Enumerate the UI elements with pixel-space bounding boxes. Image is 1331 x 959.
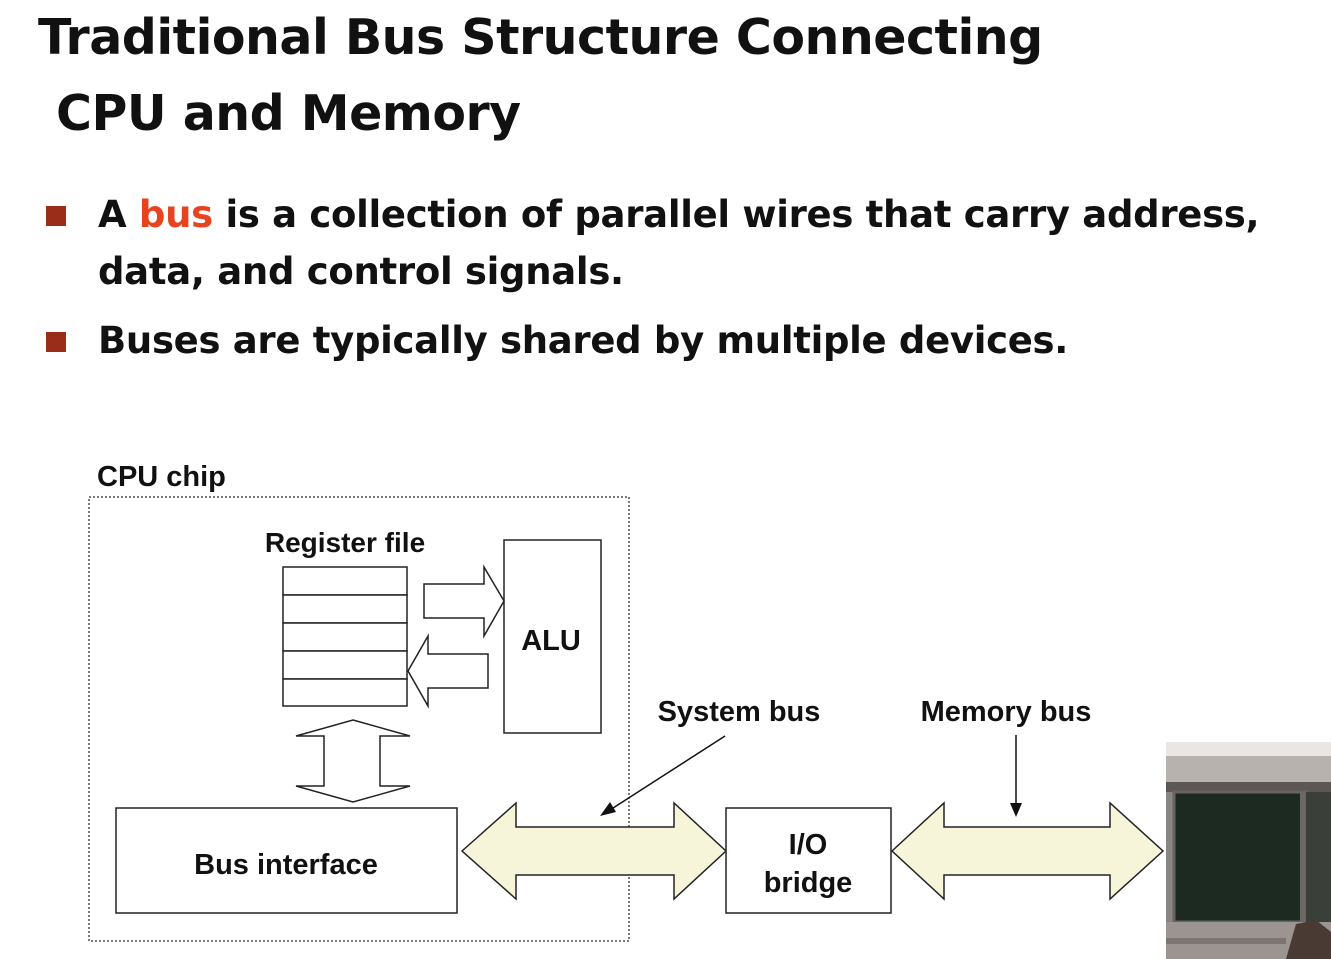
arrow-left-to-registers [407, 633, 489, 709]
system-bus-arrow [460, 801, 728, 901]
alu-label: ALU [521, 625, 581, 657]
register-file [282, 566, 408, 707]
arrow-right-to-alu [423, 564, 505, 639]
bullet-item-shared-buses: Buses are typically shared by multiple d… [44, 312, 1284, 369]
bus-interface-box [115, 807, 458, 914]
bullet-list: A bus is a collection of parallel wires … [44, 186, 1284, 381]
bus-interface-label: Bus interface [194, 849, 378, 881]
io-bridge-label-line2: bridge [764, 867, 853, 899]
memory-bus-label: Memory bus [921, 696, 1092, 728]
register-row [282, 566, 408, 596]
cpu-chip-boundary [88, 496, 630, 942]
bullet-text: Buses are typically shared by multiple d… [98, 319, 1068, 362]
bullet-text-pre: A [98, 193, 139, 236]
video-frame-image [1166, 742, 1331, 959]
cpu-chip-label: CPU chip [97, 461, 226, 493]
slide-title: Traditional Bus Structure Connecting CPU… [38, 0, 1043, 152]
register-row [282, 678, 408, 707]
bullet-text-post: is a collection of parallel wires that c… [98, 193, 1260, 293]
system-bus-pointer [609, 735, 726, 811]
register-row [282, 594, 408, 624]
lecture-video-overlay[interactable] [1166, 742, 1331, 959]
bullet-item-bus-definition: A bus is a collection of parallel wires … [44, 186, 1284, 300]
system-bus-label: System bus [658, 696, 821, 728]
highlight-bus: bus [138, 193, 213, 236]
square-bullet-icon [46, 206, 66, 226]
memory-bus-pointer-head [1010, 803, 1022, 817]
io-bridge-box [725, 807, 892, 914]
register-file-label: Register file [265, 527, 425, 558]
io-bridge-label-line1: I/O [789, 829, 828, 861]
square-bullet-icon [46, 332, 66, 352]
system-bus-pointer-head [600, 802, 616, 816]
register-row [282, 650, 408, 680]
slide-title-line2: CPU and Memory [56, 85, 521, 142]
register-row [282, 622, 408, 652]
slide-title-line1: Traditional Bus Structure Connecting [38, 9, 1043, 66]
memory-bus-arrow [890, 801, 1165, 901]
alu-box [503, 539, 602, 734]
arrow-registers-bus-interface [295, 719, 411, 803]
